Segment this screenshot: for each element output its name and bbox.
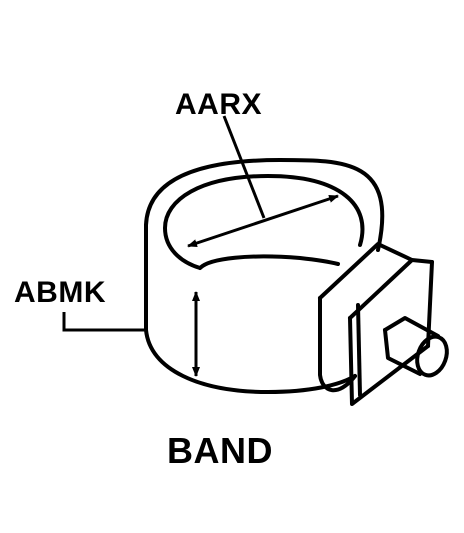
band-body [144,158,385,394]
band-inner-opening [163,174,365,270]
aarx-label: AARX [175,88,263,121]
band-bolt [383,316,449,378]
diagram-title: BAND [167,430,273,471]
aarx-dimension [187,115,339,248]
aarx-leader-line [222,115,266,219]
abmk-leader-line [62,312,146,332]
abmk-label: ABMK [14,276,106,309]
aarx-dimension-arrow [187,194,339,248]
abmk-dimension [62,291,200,377]
